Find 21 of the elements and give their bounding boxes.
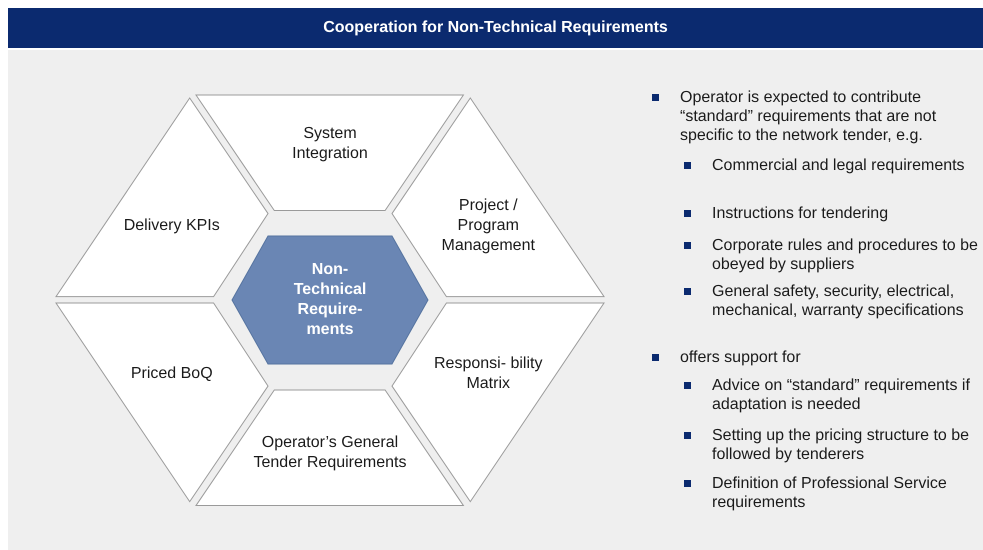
segment-label: Project / Program Management xyxy=(440,196,536,256)
bullet-text: Corporate rules and procedures to be obeyed by suppliers xyxy=(712,236,979,274)
hexagon-segment xyxy=(56,98,268,297)
segment-label: Responsi- bility Matrix xyxy=(433,354,544,394)
segment-label: Operator’s General Tender Requirements xyxy=(252,433,408,474)
bullet-text: Instructions for tendering xyxy=(712,204,890,223)
bullet-text: Definition of Professional Service requirements xyxy=(712,474,948,512)
bullet-text: General safety, security, electrical, mechanical, warranty specifications xyxy=(712,282,965,320)
hexagon-segment xyxy=(196,390,464,506)
bullet-text: Setting up the pricing structure to be followed by tenderers xyxy=(712,426,970,464)
center-hexagon xyxy=(232,236,428,364)
bullet-text: Operator is expected to contribute “standard” requirements that are not specific to the network tender, e.g. xyxy=(680,88,938,145)
title-bar: Cooperation for Non-Technical Requirements xyxy=(8,8,983,48)
hexagon-label: Non- Technical Require- ments xyxy=(292,260,368,340)
bullet-text: Commercial and legal requirements xyxy=(712,156,966,175)
hexagon-segment xyxy=(392,98,604,297)
bullet-text: Advice on “standard” requirements if adaptation is needed xyxy=(712,376,971,414)
segment-label: Priced BoQ xyxy=(130,364,214,384)
segment-label: Delivery KPIs xyxy=(122,216,221,236)
bullet-text: offers support for xyxy=(680,348,802,367)
segment-label: System Integration xyxy=(291,124,369,164)
